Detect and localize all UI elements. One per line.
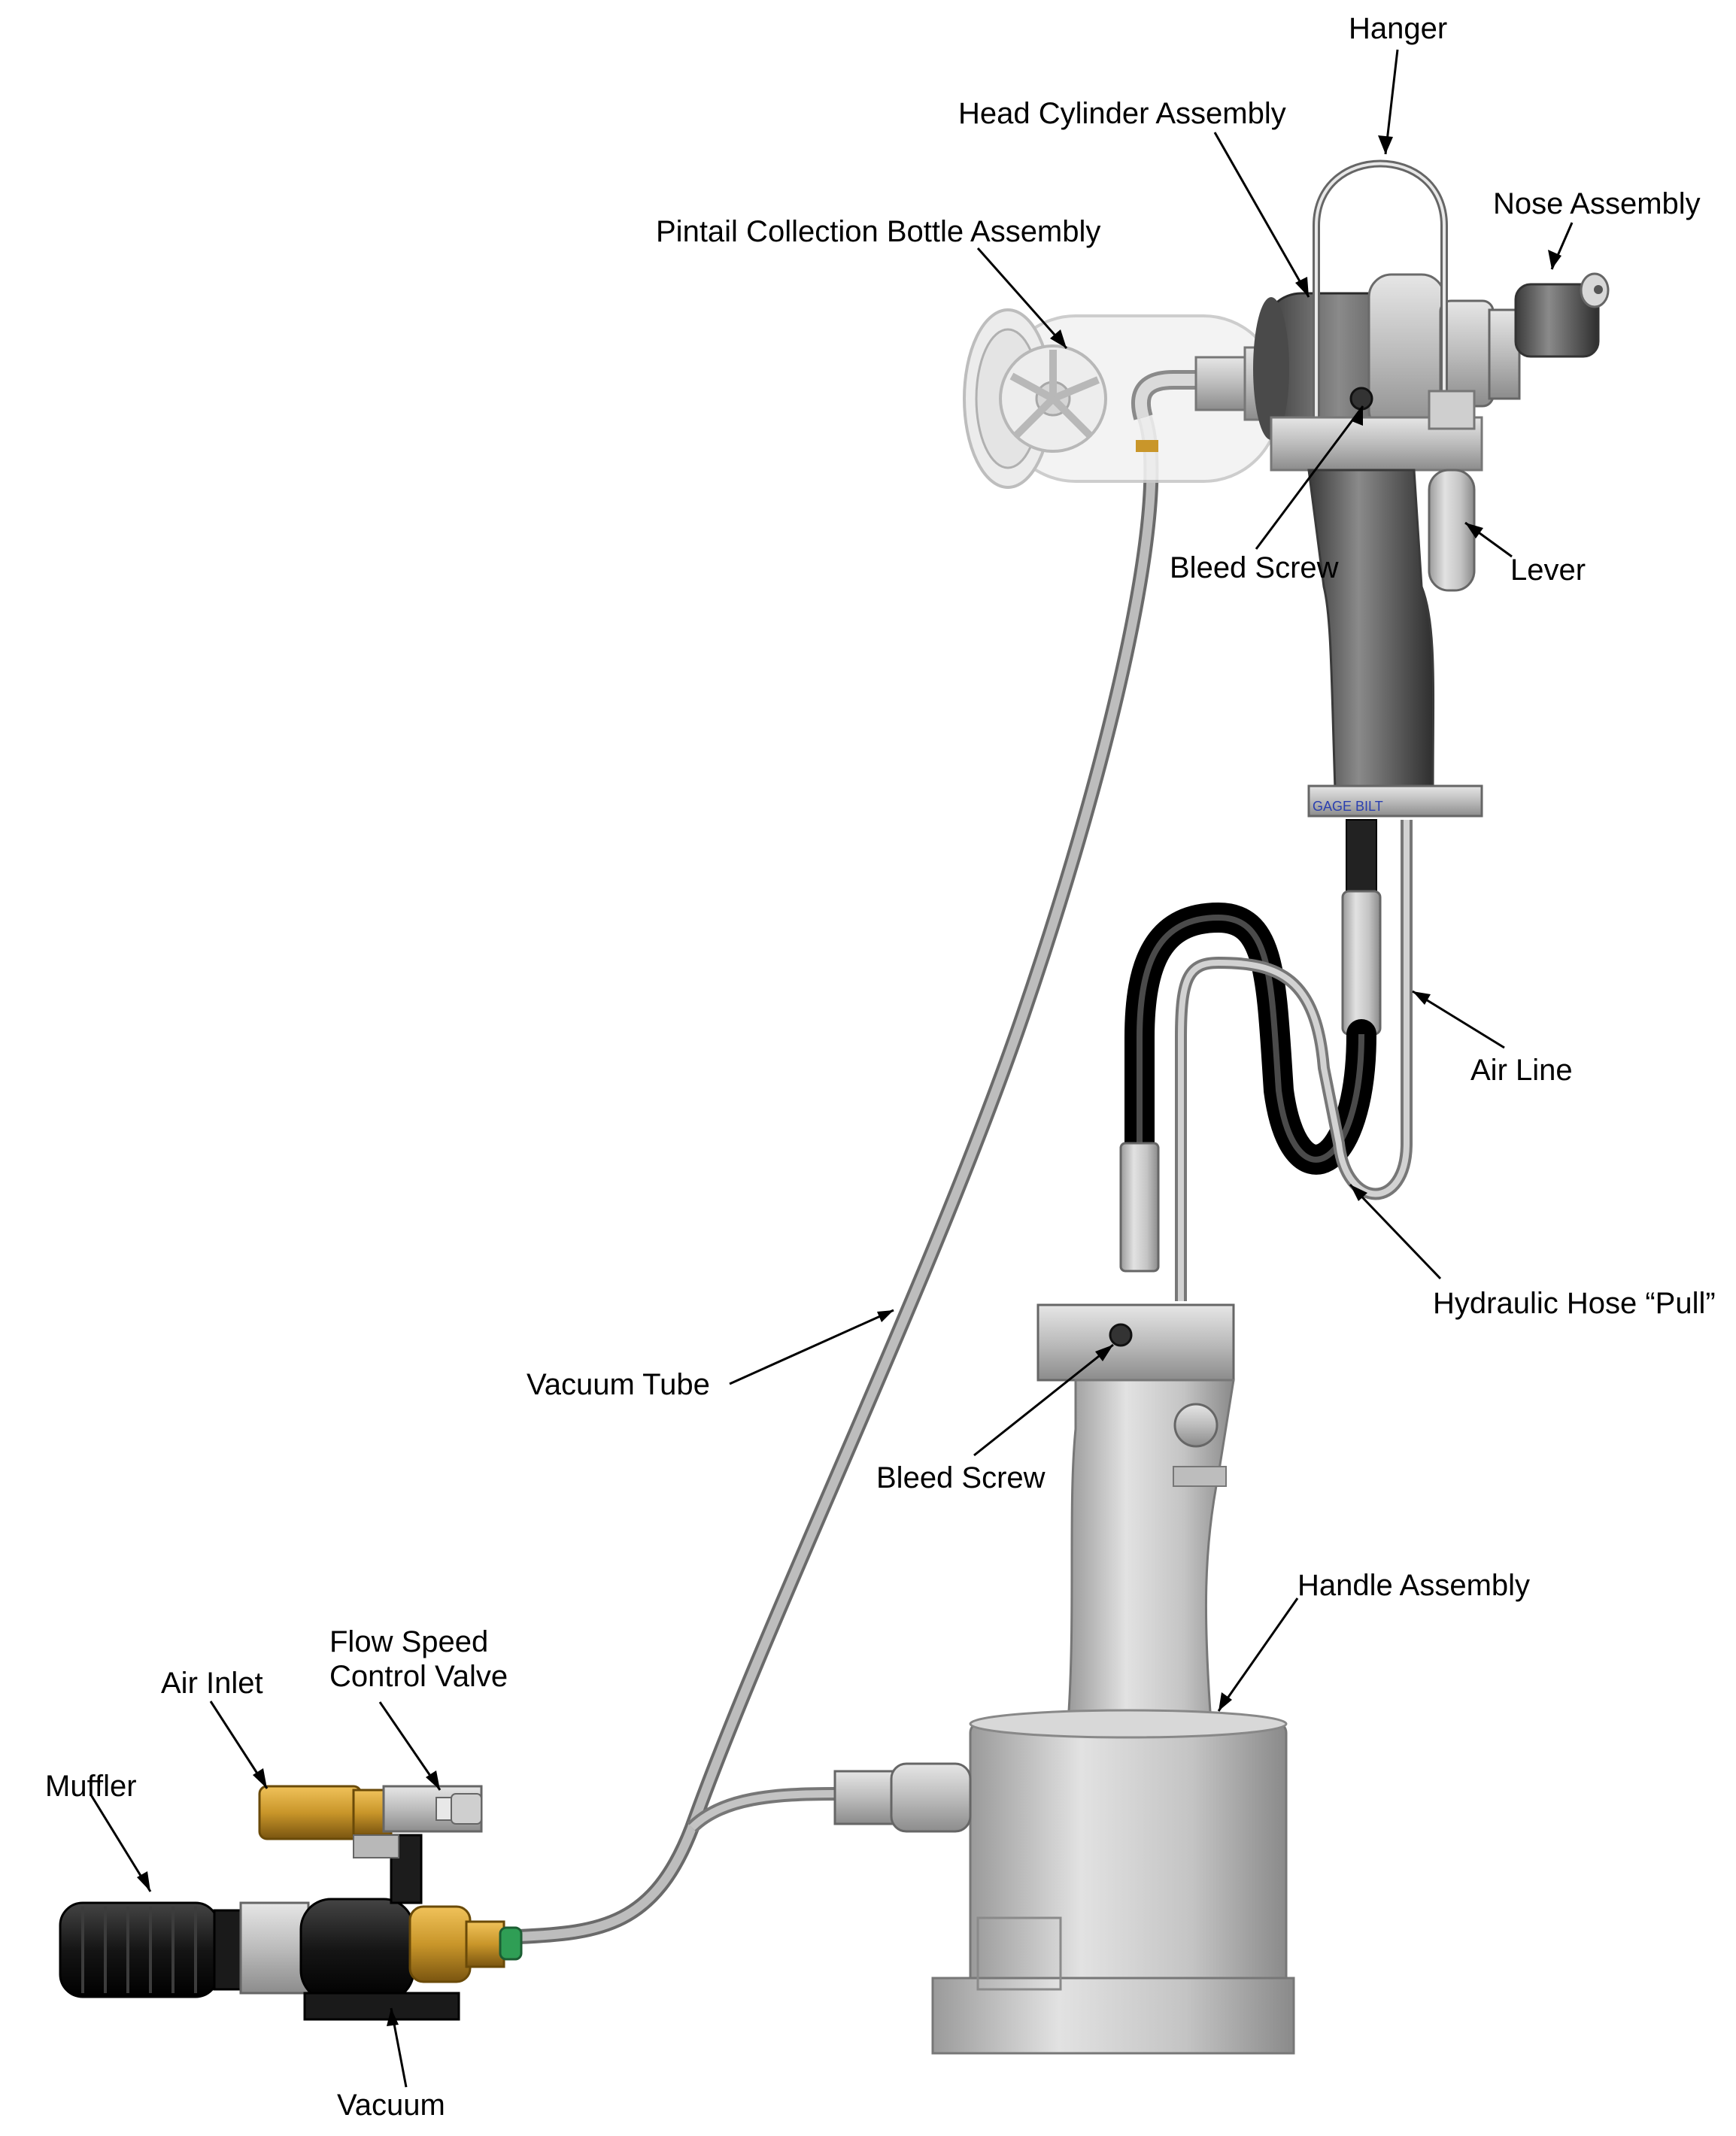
air-inlet	[258, 1785, 399, 1858]
leader-vacuum-tube	[729, 1309, 894, 1385]
hanger	[1313, 159, 1448, 429]
label-air-line: Air Line	[1470, 1054, 1573, 1087]
tool-handle-grip: GAGE BILT	[1270, 387, 1483, 818]
label-vacuum: Vacuum	[337, 2089, 445, 2122]
handle-assembly	[833, 1303, 1295, 2055]
label-lever: Lever	[1510, 554, 1586, 587]
label-pintail-collection-bottle: Pintail Collection Bottle Assembly	[656, 215, 1101, 248]
lever	[1428, 469, 1476, 592]
leader-hydraulic-hose	[1349, 1183, 1442, 1280]
vacuum-outlet-fitting	[408, 1905, 523, 1983]
label-flow-speed-line2: Control Valve	[329, 1660, 508, 1693]
label-nose-assembly: Nose Assembly	[1493, 187, 1701, 220]
label-hanger: Hanger	[1349, 12, 1448, 45]
vacuum-tube	[511, 406, 1159, 1944]
leader-bleed-screw-bottom	[973, 1343, 1114, 1457]
label-head-cylinder-assembly: Head Cylinder Assembly	[958, 97, 1286, 130]
hydraulic-hose	[1119, 819, 1382, 1273]
leader-lines	[89, 49, 1574, 2088]
bleed-screw-top	[1349, 387, 1373, 411]
label-handle-assembly: Handle Assembly	[1297, 1569, 1531, 1602]
leader-bleed-screw-top	[1255, 405, 1364, 550]
label-hydraulic-hose: Hydraulic Hose “Pull”	[1433, 1287, 1716, 1320]
pintail-collection-bottle	[963, 308, 1280, 489]
label-air-inlet: Air Inlet	[161, 1667, 263, 1700]
leader-arrowheads	[137, 135, 1561, 2026]
label-muffler: Muffler	[45, 1770, 137, 1803]
leader-head-cylinder	[1213, 132, 1310, 298]
leader-pintail-bottle	[976, 247, 1068, 349]
nose-assembly	[1439, 272, 1610, 408]
head-cylinder-assembly	[1253, 273, 1453, 445]
vacuum-generator	[299, 1834, 460, 2021]
label-flow-speed-line1: Flow Speed	[329, 1625, 489, 1658]
leader-muffler	[89, 1793, 152, 1892]
leader-air-line	[1412, 990, 1505, 1049]
bleed-screw-bottom	[1109, 1323, 1133, 1347]
label-bleed-screw-bottom: Bleed Screw	[876, 1461, 1046, 1494]
label-vacuum-tube: Vacuum Tube	[527, 1368, 710, 1401]
flow-speed-control-valve	[382, 1785, 483, 1833]
muffler	[59, 1901, 310, 1998]
air-line	[1175, 820, 1413, 1301]
logo-text: GAGE BILT	[1313, 799, 1383, 814]
label-bleed-screw-top: Bleed Screw	[1170, 551, 1339, 584]
leader-handle-assembly	[1217, 1597, 1299, 1712]
